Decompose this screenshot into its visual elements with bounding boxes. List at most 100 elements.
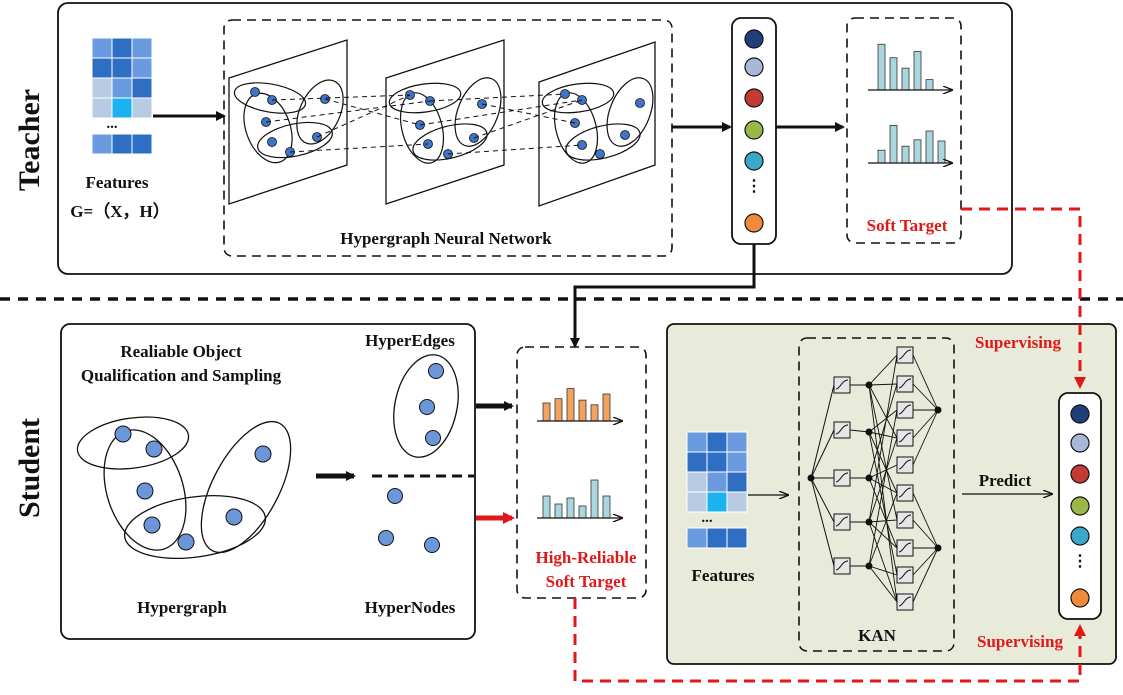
predict-label: Predict [979,471,1032,490]
kan-activation [896,593,914,611]
histogram-bar [590,404,599,422]
hypergraph-label: Hypergraph [137,598,227,617]
graph-formula: G=（X，H） [70,201,169,221]
kan-activation [896,566,914,584]
histogram-bar [877,43,886,91]
feature-cell [111,57,133,79]
soft-target-label: Soft Target [867,216,948,235]
feature-vector-cell [726,527,748,549]
histogram-bar [602,393,611,422]
kan-activation [896,375,914,393]
kan-activation-curve [835,379,849,390]
feature-cell [131,37,153,59]
histogram-bar [566,497,575,519]
kan-edge [868,437,898,523]
kan-box [798,337,955,652]
kan-activation-curve [898,569,912,580]
class-node [744,88,764,108]
hgnn-label: Hypergraph Neural Network [340,229,552,248]
kan-edge [868,354,898,386]
feature-vector-cell [131,133,153,155]
teacher-features-label: Features [86,173,149,192]
kan-activation-curve [898,514,912,525]
histogram-bar [925,79,934,91]
feature-cell [726,431,748,453]
kan-edge [912,354,939,411]
feature-cell [726,491,748,513]
supervising-path-bottom [573,598,1086,683]
kan-activation-curve [835,472,849,483]
student-output-dots: ⋮ [1072,553,1088,570]
class-node [744,29,764,49]
histogram-bar [590,479,599,519]
feature-vector-cell [91,133,113,155]
histogram-bar [877,149,886,164]
hr-histogram-blue [542,479,611,519]
feature-cell [111,77,133,99]
feature-cell [131,77,153,99]
kan-edge [912,492,939,549]
student-output-nodes [1070,404,1090,608]
kan-hidden-node [865,562,873,570]
kan-edge [868,492,898,567]
histogram-bar [578,399,587,422]
kan-activation [833,513,851,531]
feature-cell [706,451,728,473]
kan-edge [810,429,835,479]
class-node [1070,496,1090,516]
kan-activation [896,539,914,557]
kan-output-node [934,406,942,414]
kan-edge [810,384,835,479]
kan-edge [868,384,898,521]
class-node [744,151,764,171]
kan-edge [868,409,898,433]
kan-edge [868,565,898,603]
histogram-bar [937,140,946,164]
supervising-bottom-label: Supervising [977,632,1063,651]
kan-activation-curve [898,378,912,389]
histogram-bar [913,51,922,91]
kan-edge [868,431,898,494]
kan-activation-curve [835,560,849,571]
hr-soft-target-box [516,346,647,599]
histogram-bar [602,495,611,519]
student-feature-vector [686,527,748,549]
kan-edge [868,519,898,523]
kan-edge [912,547,939,603]
hyperedge-sample [393,354,459,458]
kan-activation-curve [835,424,849,435]
feature-cell [131,97,153,119]
kan-activation-curve [898,596,912,607]
feature-cell [686,451,708,473]
histogram-bar [542,495,551,519]
kan-activation [833,469,851,487]
kan-edge [868,565,898,576]
histogram-bar [578,505,587,519]
histogram-bar [554,503,563,519]
kan-activation [896,429,914,447]
kan-hidden-node [865,428,873,436]
kan-output-node [934,544,942,552]
teacher-output-nodes [744,29,764,233]
kan-edge [868,431,898,576]
histogram-bar [889,125,898,164]
class-node [1070,526,1090,546]
student-features-label: Features [692,566,755,585]
kan-activation [896,346,914,364]
hyperedges-label: HyperEdges [365,331,455,350]
teacher-feature-vector [91,133,153,155]
kan-activation [896,401,914,419]
feature-cell [686,471,708,493]
feature-cell [726,451,748,473]
kan-activation [896,511,914,529]
hgnn-layer-connections [265,93,583,155]
hr-soft-target-line2: Soft Target [546,572,627,591]
histogram-bar [566,388,575,422]
kan-activation-curve [898,404,912,415]
teacher-to-hr-connector [570,244,756,348]
roqs-title-line2: Qualification and Sampling [81,366,282,385]
histogram-bar [554,398,563,422]
kan-activation-curve [898,349,912,360]
hgnn-layer-3 [538,41,656,207]
kan-edge [912,547,939,576]
